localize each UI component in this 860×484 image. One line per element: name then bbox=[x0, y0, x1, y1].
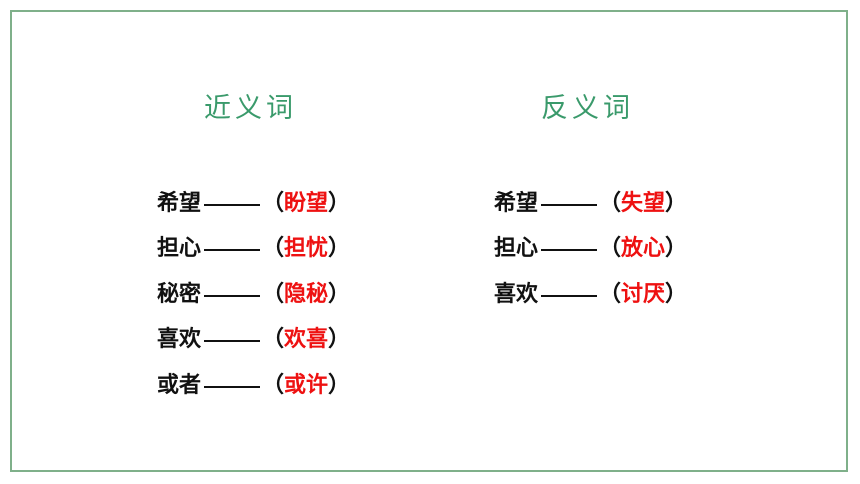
close-paren: ） bbox=[328, 236, 351, 262]
em-dash-line bbox=[541, 294, 598, 297]
pair-word: 喜欢 bbox=[494, 281, 539, 307]
antonyms-pair-row: 担心 （放心） bbox=[494, 227, 687, 273]
antonyms-pair-row: 希望 （失望） bbox=[494, 181, 687, 227]
em-dash-line bbox=[204, 385, 261, 388]
pair-answer: 或许 bbox=[284, 372, 329, 398]
synonyms-pair-row: 或者 （或许） bbox=[157, 363, 350, 409]
pair-answer: 放心 bbox=[621, 236, 666, 262]
open-paren: （ bbox=[262, 372, 285, 398]
pair-word: 希望 bbox=[157, 190, 202, 216]
pair-word: 喜欢 bbox=[157, 327, 202, 353]
em-dash-line bbox=[541, 203, 598, 206]
synonyms-list: 希望（盼望）担心（担忧）秘密（隐秘）喜欢（欢喜）或者（或许） bbox=[157, 181, 350, 409]
antonyms-pair-row: 喜欢 （讨厌） bbox=[494, 272, 687, 318]
open-paren: （ bbox=[599, 190, 622, 216]
open-paren: （ bbox=[262, 327, 285, 353]
open-paren: （ bbox=[262, 190, 285, 216]
close-paren: ） bbox=[328, 372, 351, 398]
antonyms-list: 希望（失望）担心（放心）喜欢（讨厌） bbox=[494, 181, 687, 318]
close-paren: ） bbox=[665, 281, 688, 307]
synonyms-pair-row: 希望 （盼望） bbox=[157, 181, 350, 227]
synonyms-heading: 近义词 bbox=[204, 93, 297, 124]
close-paren: ） bbox=[328, 327, 351, 353]
synonyms-pair-row: 担心 （担忧） bbox=[157, 227, 350, 273]
pair-word: 担心 bbox=[494, 236, 539, 262]
pair-answer: 担忧 bbox=[284, 236, 329, 262]
close-paren: ） bbox=[328, 190, 351, 216]
open-paren: （ bbox=[262, 281, 285, 307]
close-paren: ） bbox=[665, 236, 688, 262]
em-dash-line bbox=[541, 249, 598, 252]
pair-answer: 欢喜 bbox=[284, 327, 329, 353]
pair-answer: 隐秘 bbox=[284, 281, 329, 307]
antonyms-heading: 反义词 bbox=[541, 93, 634, 124]
pair-word: 或者 bbox=[157, 372, 202, 398]
close-paren: ） bbox=[328, 281, 351, 307]
open-paren: （ bbox=[599, 236, 622, 262]
pair-word: 秘密 bbox=[157, 281, 202, 307]
pair-word: 希望 bbox=[494, 190, 539, 216]
pair-word: 担心 bbox=[157, 236, 202, 262]
close-paren: ） bbox=[665, 190, 688, 216]
em-dash-line bbox=[204, 340, 261, 343]
synonyms-pair-row: 喜欢 （欢喜） bbox=[157, 318, 350, 364]
synonyms-pair-row: 秘密 （隐秘） bbox=[157, 272, 350, 318]
pair-answer: 盼望 bbox=[284, 190, 329, 216]
slide-frame bbox=[10, 10, 848, 472]
em-dash-line bbox=[204, 294, 261, 297]
open-paren: （ bbox=[262, 236, 285, 262]
open-paren: （ bbox=[599, 281, 622, 307]
em-dash-line bbox=[204, 203, 261, 206]
pair-answer: 讨厌 bbox=[621, 281, 666, 307]
em-dash-line bbox=[204, 249, 261, 252]
pair-answer: 失望 bbox=[621, 190, 666, 216]
